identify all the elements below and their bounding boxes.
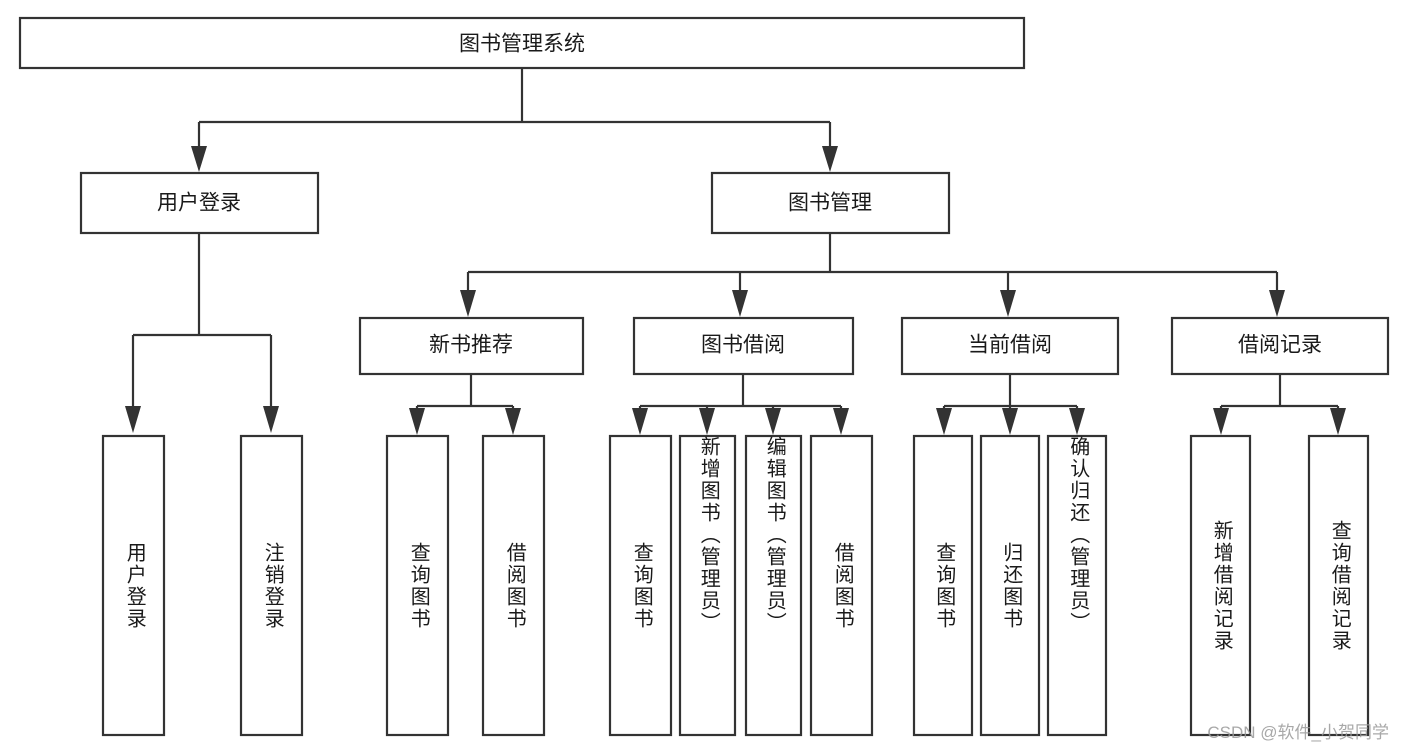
leaf-box-new-book-2[interactable] — [481, 434, 546, 737]
leaf-boxes-group — [101, 434, 1370, 737]
connectors-group — [125, 68, 1346, 435]
node-borrow-record-label: 借阅记录 — [1238, 334, 1322, 357]
node-current-borrow-label: 当前借阅 — [968, 334, 1052, 357]
node-new-book-recommend[interactable]: 新书推荐 — [358, 316, 585, 376]
node-book-manage-label: 图书管理 — [788, 192, 872, 215]
leaf-box-borrow-record-2[interactable] — [1307, 434, 1370, 737]
arrow-record-leaf-2-icon — [1330, 408, 1346, 435]
arrow-root-to-user-login-icon — [191, 146, 207, 172]
node-book-manage[interactable]: 图书管理 — [710, 171, 951, 235]
node-root-label: 图书管理系统 — [459, 33, 585, 56]
leaf-box-book-borrow-2[interactable] — [678, 434, 737, 737]
node-new-book-recommend-box[interactable] — [358, 316, 585, 376]
node-user-login-box[interactable] — [79, 171, 320, 235]
arrow-userlogin-leaf-1-icon — [125, 406, 141, 433]
node-root-box[interactable] — [18, 16, 1026, 70]
arrow-root-to-book-manage-icon — [822, 146, 838, 172]
watermark: CSDN @软件_小贺同学 — [1207, 723, 1389, 742]
node-book-borrow-label: 图书借阅 — [701, 334, 785, 357]
leaf-box-user-login-2[interactable] — [239, 434, 304, 737]
node-current-borrow-box[interactable] — [900, 316, 1120, 376]
leaf-box-current-borrow-2[interactable] — [979, 434, 1041, 737]
arrow-borrow-leaf-3-icon — [765, 408, 781, 435]
leaf-box-current-borrow-1[interactable] — [912, 434, 974, 737]
arrow-borrow-leaf-4-icon — [833, 408, 849, 435]
arrow-newbook-leaf-2-icon — [505, 408, 521, 435]
node-book-manage-box[interactable] — [710, 171, 951, 235]
arrow-bookmanage-child-4-icon — [1269, 290, 1285, 317]
node-borrow-record[interactable]: 借阅记录 — [1170, 316, 1390, 376]
leaf-box-borrow-record-1[interactable] — [1189, 434, 1252, 737]
node-borrow-record-box[interactable] — [1170, 316, 1390, 376]
leaf-box-book-borrow-4[interactable] — [809, 434, 874, 737]
leaf-box-current-borrow-3[interactable] — [1046, 434, 1108, 737]
node-user-login[interactable]: 用户登录 — [79, 171, 320, 235]
arrow-borrow-leaf-1-icon — [632, 408, 648, 435]
arrow-bookmanage-child-3-icon — [1000, 290, 1016, 317]
leaf-box-new-book-1[interactable] — [385, 434, 450, 737]
node-book-borrow[interactable]: 图书借阅 — [632, 316, 855, 376]
leaf-box-book-borrow-3[interactable] — [744, 434, 803, 737]
arrow-bookmanage-child-2-icon — [732, 290, 748, 317]
node-new-book-recommend-label: 新书推荐 — [429, 334, 513, 357]
node-root[interactable]: 图书管理系统 — [18, 16, 1026, 70]
arrow-current-leaf-2-icon — [1002, 408, 1018, 435]
arrow-newbook-leaf-1-icon — [409, 408, 425, 435]
arrow-current-leaf-3-icon — [1069, 408, 1085, 435]
arrow-bookmanage-child-1-icon — [460, 290, 476, 317]
node-user-login-label: 用户登录 — [157, 192, 241, 215]
arrow-current-leaf-1-icon — [936, 408, 952, 435]
leaf-box-user-login-1[interactable] — [101, 434, 166, 737]
node-current-borrow[interactable]: 当前借阅 — [900, 316, 1120, 376]
node-book-borrow-box[interactable] — [632, 316, 855, 376]
arrow-record-leaf-1-icon — [1213, 408, 1229, 435]
leaf-box-book-borrow-1[interactable] — [608, 434, 673, 737]
arrow-userlogin-leaf-2-icon — [263, 406, 279, 433]
arrow-borrow-leaf-2-icon — [699, 408, 715, 435]
